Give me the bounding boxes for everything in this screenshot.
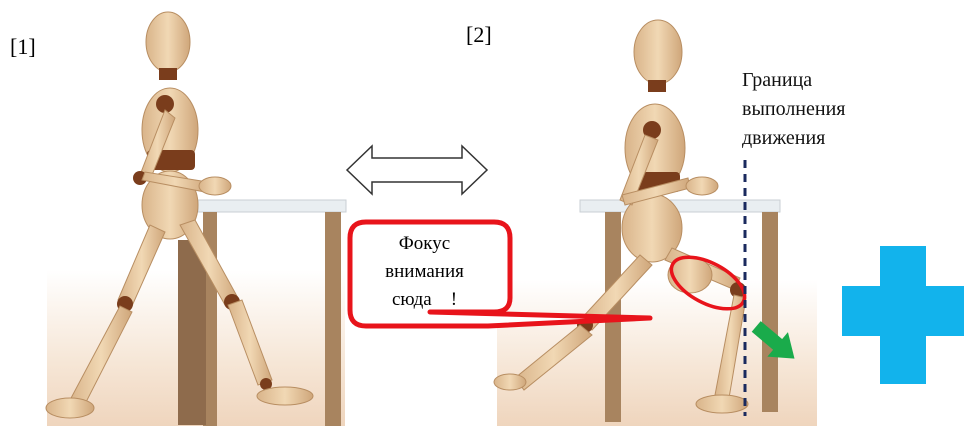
panel-1-label: [1] xyxy=(10,34,36,59)
focus-callout-bubble xyxy=(347,219,653,329)
focus-highlight xyxy=(669,255,747,311)
boundary-label: Граница выполнения движения xyxy=(742,66,846,153)
double-arrow-icon xyxy=(345,144,489,196)
boundary-label-line: движения xyxy=(742,127,826,149)
mannequin-walking xyxy=(45,11,314,419)
panel-2-label: [2] xyxy=(466,22,492,47)
focus-callout-text: Фокус внимания сюда ! xyxy=(352,230,497,314)
panel-1-image xyxy=(45,11,347,426)
arrow-icon xyxy=(751,321,795,359)
callout-line: сюда ! xyxy=(391,289,458,310)
callout-line: внимания xyxy=(385,261,464,282)
boundary-label-line: выполнения xyxy=(742,98,846,120)
table xyxy=(178,199,347,426)
callout-line: Фокус xyxy=(398,233,451,254)
boundary-label-line: Граница xyxy=(742,69,813,91)
plus-icon xyxy=(842,246,964,384)
